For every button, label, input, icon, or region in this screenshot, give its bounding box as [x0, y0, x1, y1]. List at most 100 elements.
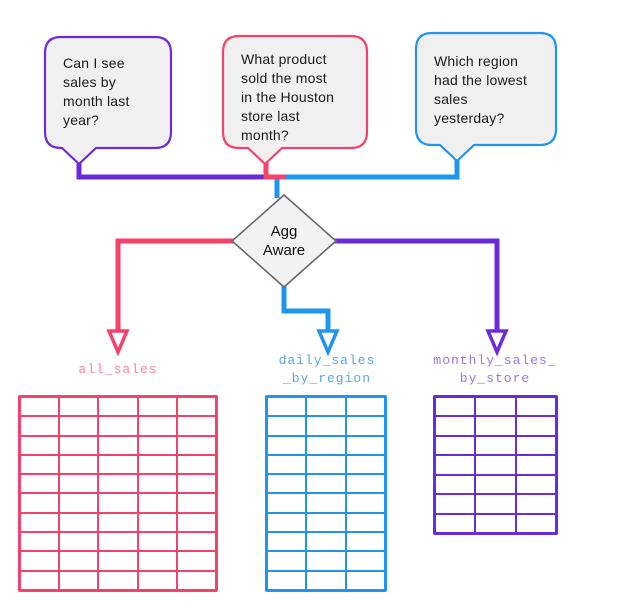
table-cell [346, 533, 384, 551]
table-monthly-sales-by-store [433, 395, 558, 535]
table-cell [516, 475, 555, 494]
table-cell [60, 417, 98, 435]
table-cell [60, 475, 98, 493]
table-label-line: daily_sales [278, 353, 376, 368]
decision-label: Agg Aware [244, 222, 324, 260]
table-cell [436, 398, 475, 416]
table-cell [177, 455, 215, 474]
table-cell [60, 494, 98, 512]
question-3-text: Which region had the lowest sales yester… [434, 52, 527, 128]
table-cell [436, 475, 475, 494]
table-cell [476, 417, 515, 435]
table-cell [60, 436, 98, 454]
table-cell [436, 436, 475, 455]
table-cell [177, 494, 215, 512]
table-cell [516, 398, 555, 416]
question-line: had the lowest [434, 72, 528, 88]
table-cell [346, 475, 384, 493]
table-cell [60, 533, 98, 551]
table-cell [268, 571, 306, 589]
arrowhead-purple [485, 329, 509, 357]
table-cell [60, 398, 98, 416]
table-cell [138, 417, 176, 435]
question-line: Which region [434, 53, 519, 69]
table-cell [138, 494, 176, 512]
speech-bubble-question-2 [221, 34, 369, 166]
table-cell [476, 436, 515, 455]
table-cell [177, 417, 215, 435]
table-cell [177, 552, 215, 570]
table-cell [21, 533, 59, 551]
question-2-text: What product sold the most in the Housto… [241, 50, 334, 145]
table-cell [21, 475, 59, 493]
table-label-daily-sales-by-region: daily_sales _by_region [247, 352, 407, 387]
table-cell [138, 533, 176, 551]
table-cell [60, 552, 98, 570]
table-cell [138, 475, 176, 493]
table-daily-sales-by-region [265, 395, 387, 592]
table-cell [436, 514, 475, 532]
connector-blue-decision-to-daily-sales [281, 285, 331, 333]
question-1-text: Can I see sales by month last year? [63, 54, 130, 130]
table-cell [307, 475, 345, 493]
connector-pink-decision-to-all-sales [115, 238, 234, 333]
table-cell [138, 571, 176, 589]
question-line: month? [241, 127, 289, 143]
table-cell [177, 475, 215, 493]
table-cell [516, 514, 555, 532]
table-cell [99, 571, 137, 589]
table-cell [516, 436, 555, 455]
table-cell [60, 571, 98, 589]
question-line: store last [241, 108, 300, 124]
table-label-line: monthly_sales_ [433, 353, 557, 368]
speech-bubble-question-3 [414, 31, 558, 163]
speech-bubble-question-1 [43, 35, 173, 166]
table-cell [268, 417, 306, 435]
table-cell [99, 552, 137, 570]
table-cell [21, 417, 59, 435]
table-cell [307, 398, 345, 416]
table-cell [138, 398, 176, 416]
table-cell [99, 475, 137, 493]
table-cell [268, 552, 306, 570]
table-cell [307, 494, 345, 512]
table-cell [21, 436, 59, 454]
connector-purple-question-to-junction [76, 158, 268, 180]
connector-blue-question-to-decision [274, 156, 460, 198]
question-line: sold the most [241, 70, 327, 86]
table-cell [99, 455, 137, 474]
table-cell [21, 571, 59, 589]
table-cell [268, 455, 306, 474]
table-cell [21, 398, 59, 416]
table-cell [516, 417, 555, 435]
decision-label-line: Agg [270, 223, 298, 240]
table-cell [436, 417, 475, 435]
question-line: What product [241, 51, 327, 67]
table-cell [21, 455, 59, 474]
table-cell [60, 513, 98, 532]
question-line: month last [63, 93, 130, 109]
table-cell [138, 436, 176, 454]
table-cell [99, 513, 137, 532]
table-cell [346, 455, 384, 474]
table-cell [476, 495, 515, 513]
table-cell [177, 513, 215, 532]
table-label-line: _by_region [282, 370, 371, 386]
arrowhead-pink [106, 329, 130, 357]
table-cell [346, 552, 384, 570]
table-cell [138, 513, 176, 532]
table-cell [476, 398, 515, 416]
table-cell [21, 494, 59, 512]
table-cell [138, 552, 176, 570]
table-cell [346, 398, 384, 416]
table-cell [307, 455, 345, 474]
table-cell [268, 436, 306, 454]
table-cell [346, 513, 384, 532]
table-cell [99, 398, 137, 416]
table-cell [177, 533, 215, 551]
table-cell [99, 436, 137, 454]
table-cell [516, 495, 555, 513]
table-label-monthly-sales-by-store: monthly_sales_ by_store [415, 352, 575, 387]
